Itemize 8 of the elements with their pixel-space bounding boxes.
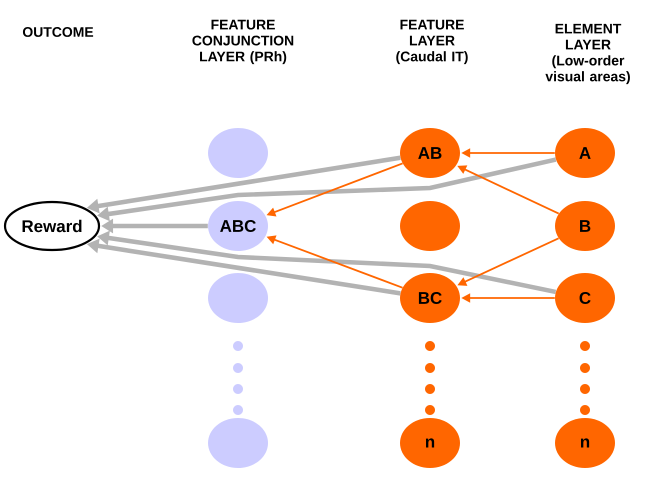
column-heading: FEATURE LAYER (Caudal IT) [396,20,468,64]
unit-ellipse [208,273,268,323]
column-heading: FEATURE CONJUNCTION LAYER (PRh) [192,20,294,64]
column-heading: OUTCOME [22,27,94,37]
unit-ellipse [400,201,460,251]
unit-ellipse [208,128,268,178]
column-heading: ELEMENT LAYER (Low-order visual areas) [545,24,630,84]
unit-ellipse [208,418,268,468]
